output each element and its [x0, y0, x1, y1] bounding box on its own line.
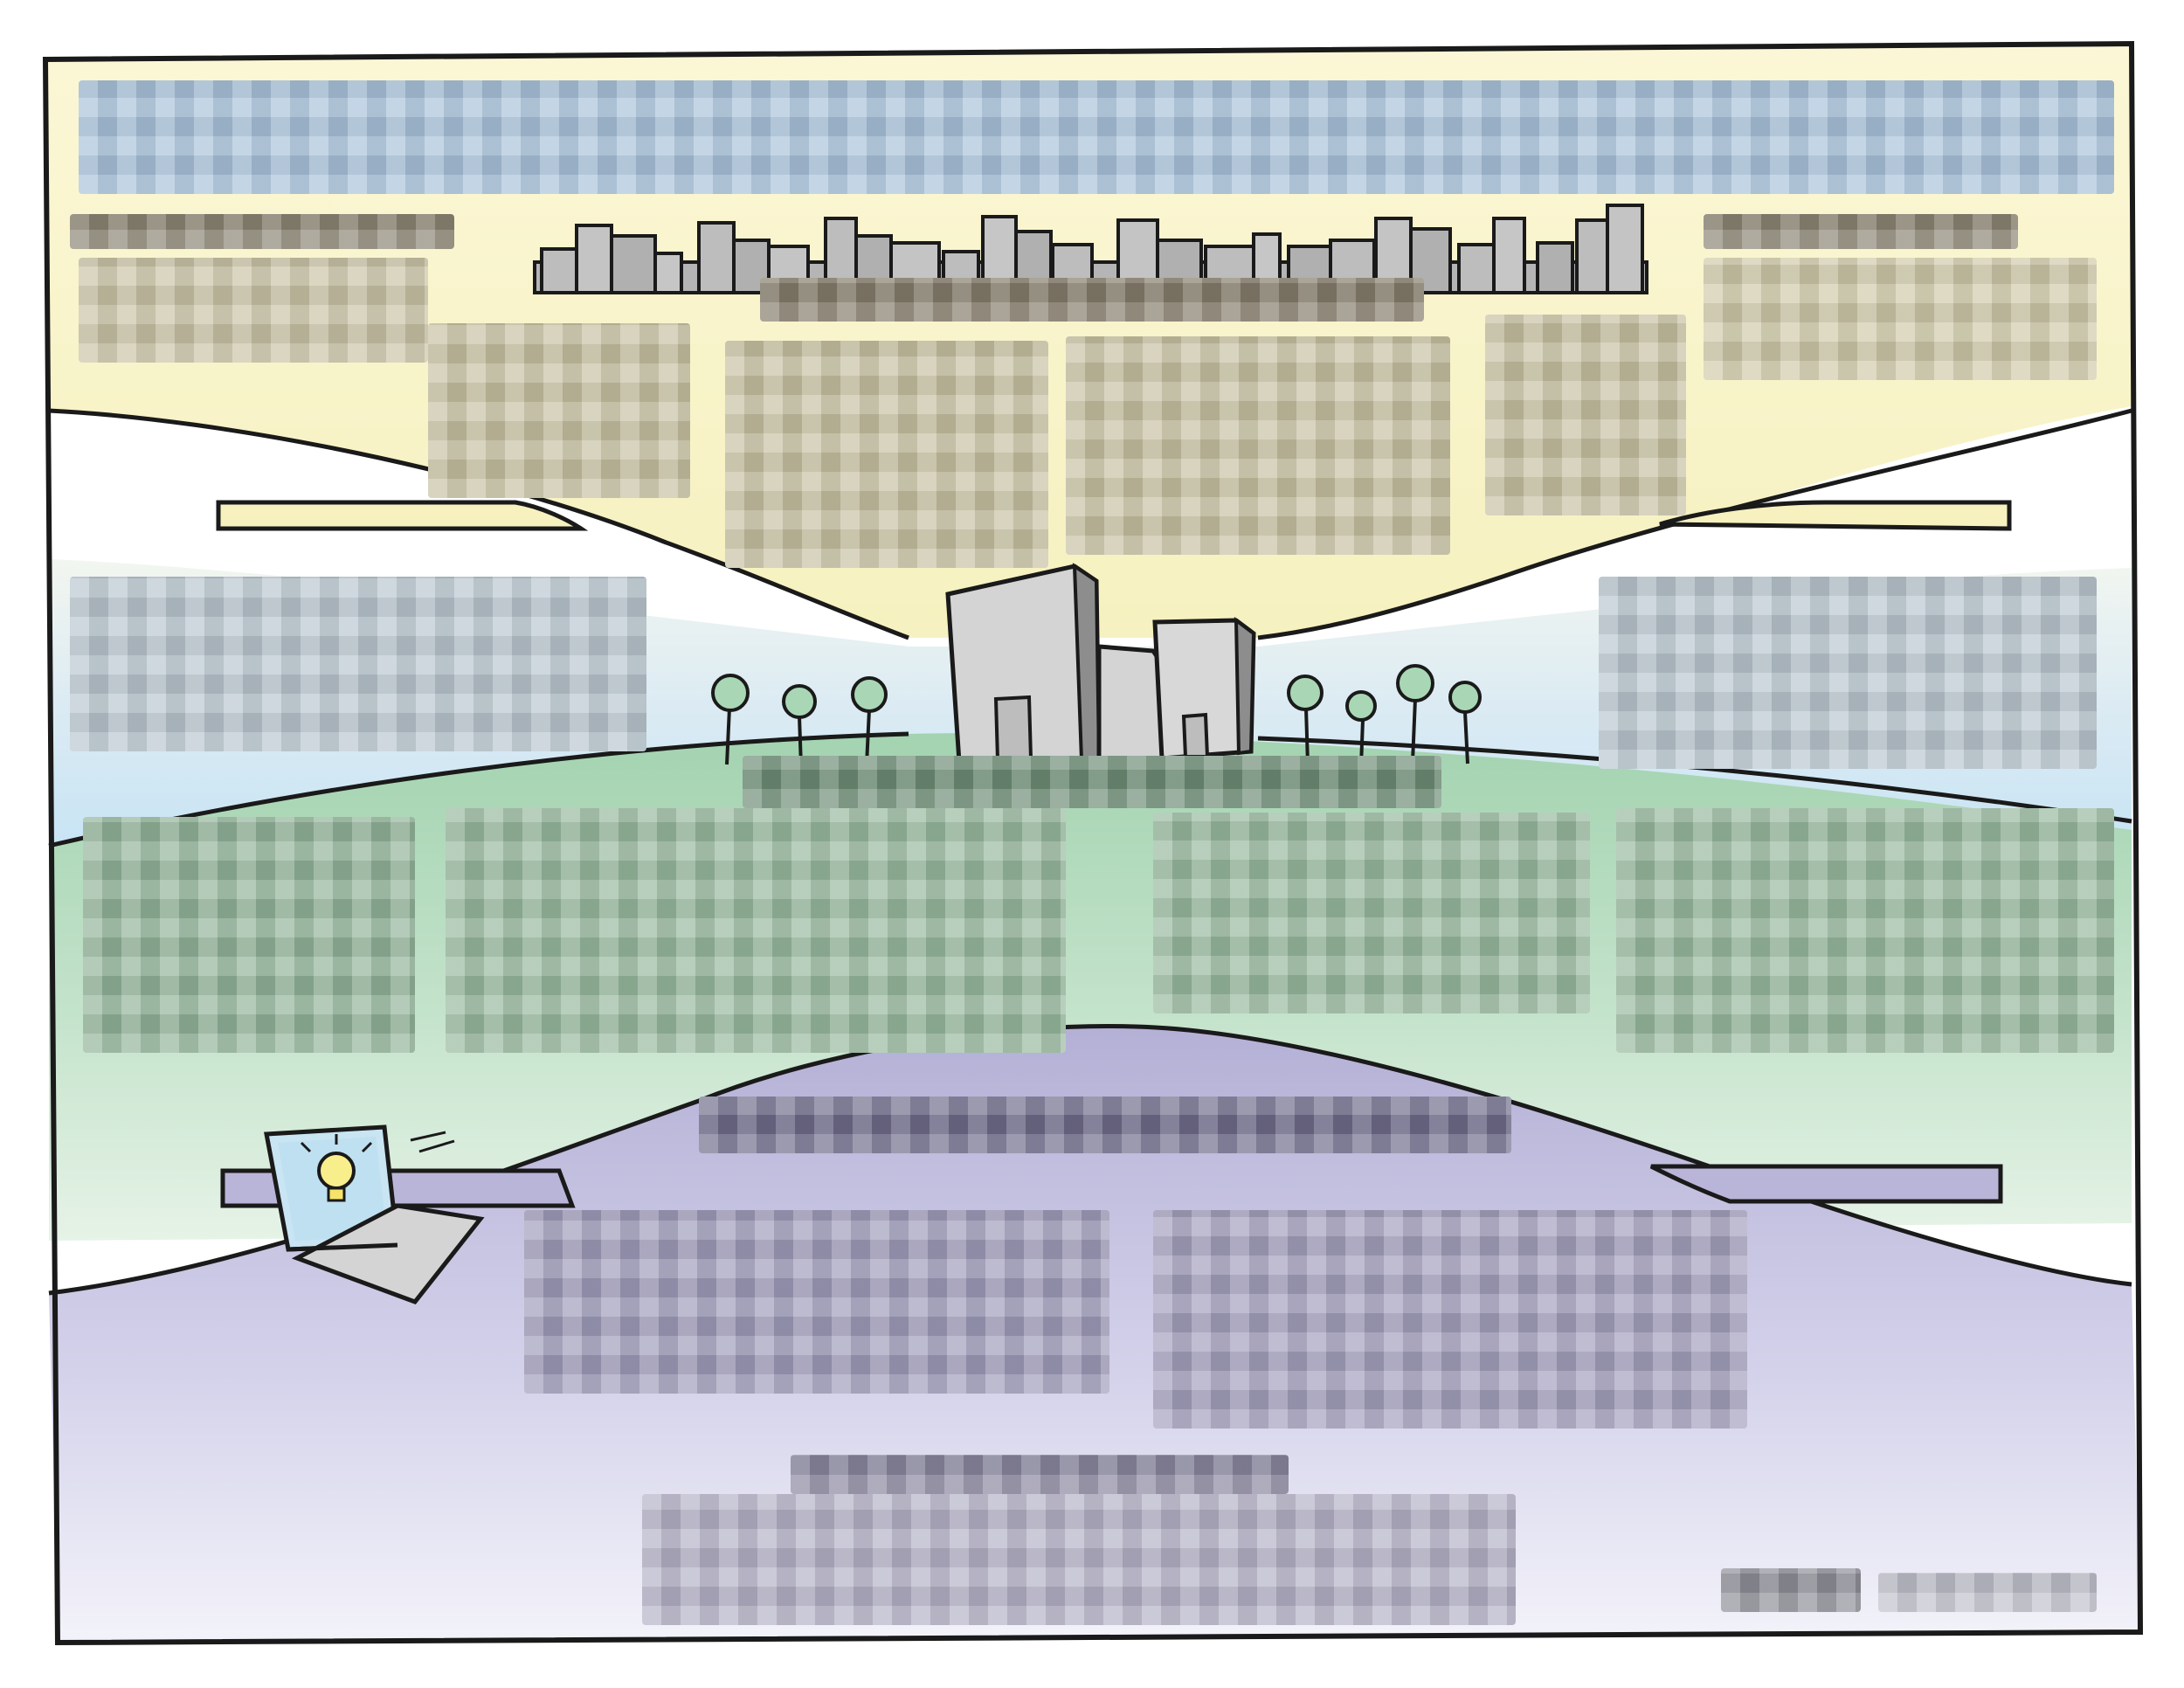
skyline-building — [610, 234, 657, 294]
tree-trunk — [1304, 707, 1310, 765]
tree-trunk — [1463, 711, 1469, 764]
credit-logo — [1721, 1568, 1861, 1612]
right-building-door — [1181, 712, 1210, 758]
middle-section-heading — [743, 756, 1441, 808]
credit-text-value — [1878, 1573, 1879, 1574]
bottom-section-heading — [699, 1097, 1511, 1153]
mid-building — [1096, 644, 1165, 763]
laptop-keyboard — [291, 1203, 485, 1304]
tree-icon — [1287, 675, 1324, 711]
water-block-right — [1599, 577, 2097, 769]
office-buildings-icon — [945, 563, 1256, 764]
purple-block-left-text — [524, 1210, 525, 1211]
top-block-col1-text — [428, 323, 429, 324]
purple-block-right-text — [1153, 1210, 1154, 1211]
left-top-ledge — [216, 500, 589, 531]
tree-icon — [711, 674, 750, 712]
bottom-footer-heading — [791, 1455, 1289, 1494]
top-block-col2 — [725, 341, 1048, 568]
top-block-left-body — [79, 258, 428, 363]
right-top-ledge — [1659, 500, 2012, 531]
skyline-building — [1575, 218, 1609, 294]
top-block-right-heading — [1704, 214, 2018, 249]
water-block-right-text — [1599, 577, 1600, 578]
green-block-1 — [83, 817, 415, 1053]
skyline-building — [1606, 204, 1644, 294]
bottom-footer-body-text — [642, 1494, 643, 1495]
purple-block-left — [524, 1210, 1109, 1394]
skyline-building — [697, 221, 736, 294]
purple-block-right — [1153, 1210, 1747, 1429]
tree-group-right — [1287, 664, 1482, 767]
right-building-side — [1234, 616, 1256, 756]
skyline-building — [1536, 241, 1574, 294]
top-ridge-line — [48, 408, 2132, 640]
lightbulb-rays — [300, 1134, 373, 1153]
lightbulb-icon — [317, 1152, 356, 1190]
green-block-4 — [1616, 808, 2114, 1053]
tree-icon — [1448, 681, 1482, 714]
credit-logo-text — [1721, 1568, 1722, 1569]
top-section-heading-text — [760, 278, 761, 279]
laptop-lightbulb-icon — [264, 1124, 485, 1304]
water-block-left — [70, 577, 646, 751]
skyline-building — [540, 247, 578, 294]
green-block-1-text — [83, 817, 84, 818]
credit-text — [1878, 1573, 2097, 1612]
main-title — [79, 80, 2114, 194]
tree-icon — [1345, 690, 1377, 722]
tree-trunk — [725, 707, 731, 765]
frame-border — [42, 40, 2144, 1646]
tree-icon — [1396, 664, 1434, 702]
city-skyline-icon — [533, 204, 1648, 294]
tree-trunk — [1411, 698, 1417, 763]
skyline-building — [1492, 217, 1526, 294]
lightbulb-base — [327, 1186, 346, 1202]
top-block-right-body — [1704, 258, 2097, 380]
tree-icon — [851, 676, 888, 713]
tree-icon — [782, 684, 817, 719]
bottom-footer-body — [642, 1494, 1516, 1625]
top-block-col1 — [428, 323, 690, 498]
tree-trunk — [865, 709, 871, 765]
tall-building-door — [993, 695, 1033, 763]
water-block-left-text — [70, 577, 71, 578]
top-block-col4 — [1485, 315, 1686, 515]
laptop-hinge — [287, 1242, 398, 1252]
top-section-heading — [760, 278, 1424, 322]
top-block-col3 — [1066, 336, 1450, 555]
top-block-col3-text — [1066, 336, 1067, 337]
green-block-4-text — [1616, 808, 1617, 809]
laptop-motion-lines — [410, 1131, 455, 1153]
green-block-3 — [1153, 813, 1590, 1013]
right-purple-ledge — [1649, 1164, 2003, 1204]
skyline-building — [575, 224, 613, 294]
skyline-building — [653, 252, 683, 294]
top-block-col2-text — [725, 341, 726, 342]
top-block-left-heading — [70, 214, 454, 249]
green-block-2 — [446, 808, 1066, 1053]
skyline-building — [1457, 243, 1496, 294]
top-block-left-heading-text — [70, 214, 71, 215]
